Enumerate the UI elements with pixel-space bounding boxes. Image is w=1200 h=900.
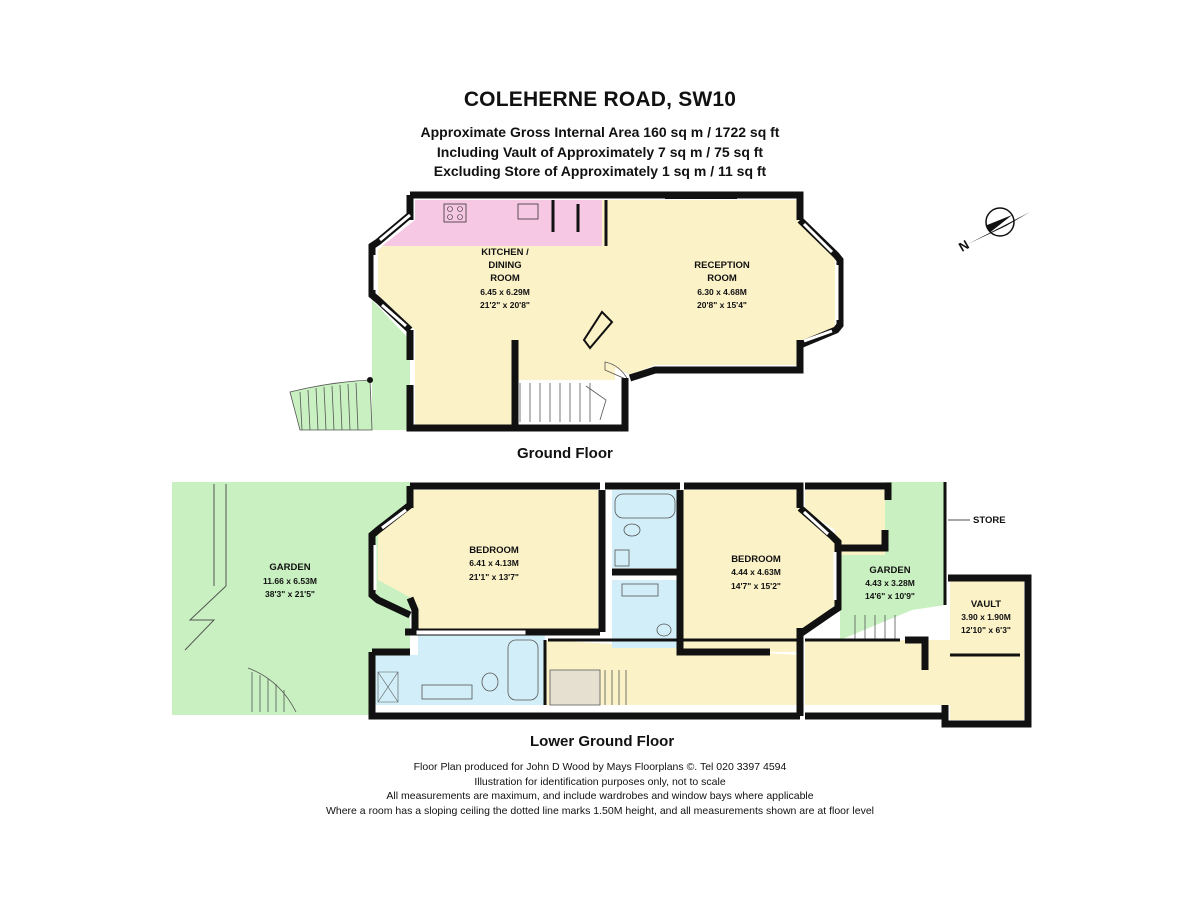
hob-icon (443, 203, 467, 223)
plan-title: COLEHERNE ROAD, SW10 (463, 88, 737, 111)
garden-main-floor (172, 482, 410, 715)
garden-main-label: GARDEN (269, 562, 310, 573)
garden-rear-dim-imperial: 14'6" x 10'9" (865, 591, 915, 601)
reception-dim-metric: 6.30 x 4.68M (697, 287, 747, 297)
vault-dim-imperial: 12'10" x 6'3" (961, 625, 1011, 635)
kitchen-dim-metric: 6.45 x 6.29M (480, 287, 530, 297)
front-steps-garden (372, 300, 410, 430)
front-steps (289, 379, 373, 431)
compass-north-label: N (956, 237, 972, 255)
kitchen-label-1: KITCHEN / (481, 247, 529, 258)
bedroom2-floor (682, 490, 835, 652)
sink-icon (517, 203, 539, 220)
utility-floor (805, 640, 950, 705)
area-line-store: Excluding Store of Approximately 1 sq m … (433, 163, 767, 179)
ground-stairs (519, 383, 607, 422)
bedroom1-dim-metric: 6.41 x 4.13M (469, 558, 519, 568)
garden-main-dim-imperial: 38'3" x 21'5" (265, 589, 315, 599)
garden-rear-dim-metric: 4.43 x 3.28M (865, 578, 915, 588)
ground-floor-plan: KITCHEN / DINING ROOM 6.45 x 6.29M 21'2"… (289, 191, 844, 432)
vault-dim-metric: 3.90 x 1.90M (961, 612, 1011, 622)
understairs-hatch (549, 669, 601, 706)
bathroom-upper-floor (612, 490, 680, 568)
bath-lower-icon (507, 639, 539, 701)
bedroom1-floor (378, 490, 598, 632)
vault-label: VAULT (971, 599, 1001, 610)
store-label: STORE (973, 515, 1006, 526)
fireplace-icon (582, 310, 614, 350)
garden-rear-floor (835, 482, 945, 640)
footer-line-credit: Floor Plan produced for John D Wood by M… (413, 761, 787, 773)
wc-lower-icon (481, 672, 499, 692)
bedroom1-label: BEDROOM (469, 545, 519, 556)
reception-label-2: ROOM (707, 273, 737, 284)
area-line-vault: Including Vault of Approximately 7 sq m … (436, 144, 764, 160)
shower-icon (377, 671, 399, 703)
kitchen-units (382, 200, 602, 246)
reception-floor (610, 200, 835, 375)
kitchen-dim-imperial: 21'2" x 20'8" (480, 300, 530, 310)
double-basin-icon (421, 684, 473, 700)
kitchen-label-2: DINING (488, 260, 521, 271)
bathroom-left-floor (418, 635, 545, 705)
bedroom2-label: BEDROOM (731, 554, 781, 565)
shower-floor (375, 655, 418, 705)
lobby-floor (805, 490, 885, 555)
compass-icon: N (956, 207, 1030, 255)
kitchen-label-3: ROOM (490, 273, 520, 284)
bath-upper-icon (614, 493, 676, 519)
footer-line-ceiling: Where a room has a sloping ceiling the d… (325, 804, 875, 817)
lower-hall-floor (545, 640, 800, 705)
reception-label-1: RECEPTION (694, 260, 750, 271)
wc-upper-icon (623, 523, 641, 537)
vault-floor (950, 578, 1024, 720)
kitchen-dining-floor (378, 200, 615, 425)
area-line-gross: Approximate Gross Internal Area 160 sq m… (420, 124, 780, 140)
garden-main-dim-metric: 11.66 x 6.53M (263, 576, 317, 586)
bedroom2-dim-metric: 4.44 x 4.63M (731, 567, 781, 577)
bedroom1-dim-imperial: 21'1" x 13'7" (469, 572, 519, 582)
lower-ground-floor-plan: GARDEN 11.66 x 6.53M 38'3" x 21'5" BEDRO… (172, 482, 1032, 728)
wc-floor (612, 580, 680, 648)
basin-wc-icon (621, 583, 659, 597)
footer-line-illustration: Illustration for identification purposes… (474, 775, 726, 788)
lower-floor-label: Lower Ground Floor (530, 733, 675, 750)
garden-rear-label: GARDEN (869, 565, 910, 576)
bedroom2-dim-imperial: 14'7" x 15'2" (731, 581, 781, 591)
footer-notes: Floor Plan produced for John D Wood by M… (0, 760, 1200, 818)
ground-floor-label: Ground Floor (517, 445, 613, 462)
reception-dim-imperial: 20'8" x 15'4" (697, 300, 747, 310)
footer-line-measurements: All measurements are maximum, and includ… (386, 790, 814, 802)
